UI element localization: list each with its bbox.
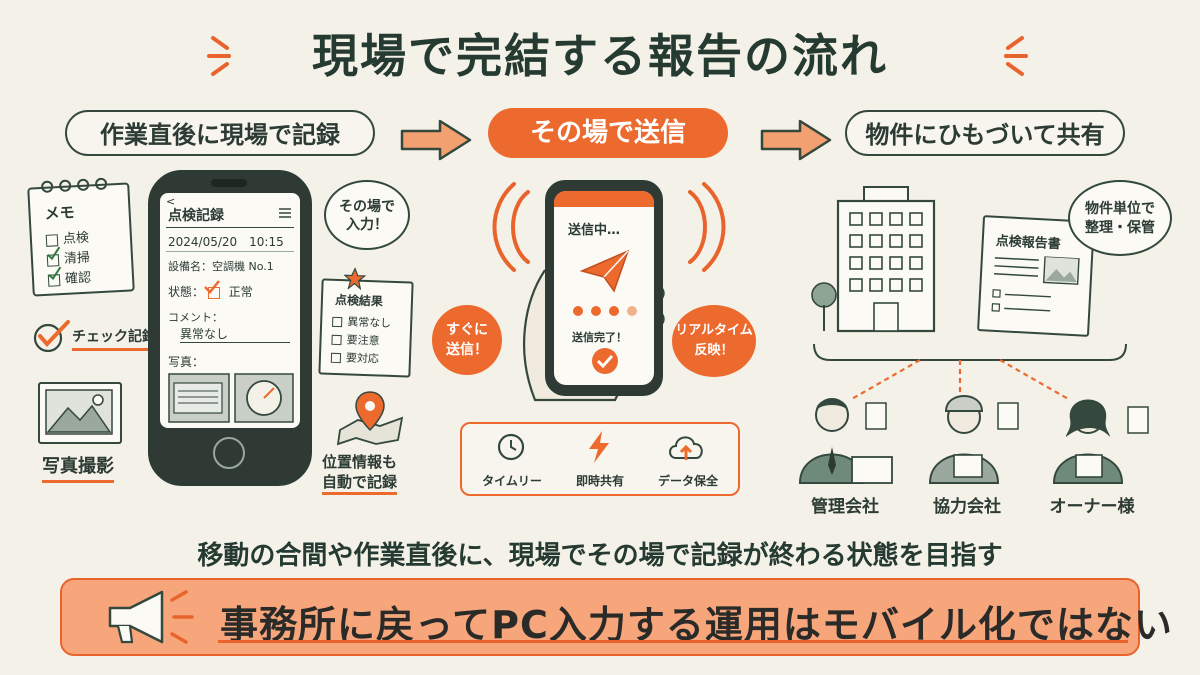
sparkle-left-icon bbox=[207, 36, 231, 76]
record-date: 2024/05/20 10:15 bbox=[168, 235, 284, 249]
phone-screen: < 点検記録 2024/05/20 10:15 設備名：空調機 No.1 状態：… bbox=[160, 193, 300, 428]
phone-device: 送信中… 送信完了！ bbox=[545, 180, 663, 396]
building-icon bbox=[811, 186, 936, 333]
star-icon bbox=[343, 267, 367, 290]
check-mark-icon bbox=[204, 280, 220, 294]
progress-dots bbox=[573, 306, 637, 316]
quick-send-bubble: すぐに 送信！ bbox=[432, 305, 502, 375]
contractor-person-icon bbox=[928, 395, 1019, 484]
features-box: タイムリー 即時共有 データ保全 bbox=[460, 422, 740, 496]
sparkle-right-icon bbox=[1004, 36, 1028, 76]
property-bubble: 物件単位で 整理・保管 bbox=[1068, 180, 1172, 256]
step-link-pill: 物件にひもづいて共有 bbox=[845, 110, 1125, 156]
lightning-icon bbox=[589, 431, 609, 463]
signal-waves-icon bbox=[492, 182, 530, 272]
owner-person-icon bbox=[1052, 399, 1149, 484]
memo-note: メモ 点検 清掃 確認 bbox=[27, 177, 135, 297]
result-card: 点検結果 異常なし 要注意 要対応 bbox=[318, 267, 414, 378]
result-item: 要注意 bbox=[346, 333, 380, 348]
person-label: オーナー様 bbox=[1049, 497, 1135, 517]
status-value: 正常 bbox=[228, 285, 253, 299]
banner-underline bbox=[218, 640, 1128, 643]
phone-device: < 点検記録 2024/05/20 10:15 設備名：空調機 No.1 状態：… bbox=[148, 170, 312, 486]
back-icon[interactable]: < bbox=[166, 195, 176, 208]
memo-item: 清掃 bbox=[63, 250, 91, 267]
step-record-pill: 作業直後に現場で記録 bbox=[65, 110, 375, 156]
photo-label: 写真撮影 bbox=[42, 452, 114, 483]
input-bubble: その場で 入力！ bbox=[324, 180, 410, 250]
step-send-pill: その場で送信 bbox=[488, 108, 728, 158]
status-bar bbox=[554, 191, 654, 207]
cloud-upload-icon bbox=[669, 436, 703, 460]
memo-item: 点検 bbox=[62, 230, 90, 247]
arrow-right-icon bbox=[400, 119, 472, 161]
subtitle: 移動の合間や作業直後に、現場でその場で記録が終わる状態を目指す bbox=[197, 541, 1003, 571]
check-marks-icon bbox=[47, 246, 62, 281]
banner-text: 事務所に戻ってPC入力する運用はモバイル化ではない bbox=[220, 603, 1173, 647]
feature-label: 即時共有 bbox=[575, 474, 624, 488]
clock-icon bbox=[497, 433, 525, 461]
memo-item: 確認 bbox=[64, 270, 92, 287]
person-label: 管理会社 bbox=[811, 497, 879, 517]
sending-label: 送信中… bbox=[568, 223, 621, 238]
phone-screen: 送信中… 送信完了！ bbox=[554, 191, 654, 385]
location-label: 位置情報も 自動で記録 bbox=[322, 452, 398, 495]
manager-person-icon bbox=[798, 398, 893, 484]
feature-label: データ保全 bbox=[657, 474, 718, 488]
check-icon bbox=[33, 320, 70, 353]
spiral-binding-icon bbox=[41, 177, 108, 193]
comment-label: コメント： bbox=[168, 311, 223, 324]
bottom-banner bbox=[60, 578, 1140, 656]
home-button[interactable] bbox=[213, 437, 245, 469]
megaphone-icon bbox=[108, 590, 194, 644]
result-item: 異常なし bbox=[346, 315, 392, 330]
result-item: 要対応 bbox=[345, 351, 380, 366]
map-pin-icon bbox=[336, 391, 404, 446]
screen-title: 点検記録 bbox=[168, 208, 224, 224]
paper-plane-icon bbox=[580, 249, 630, 293]
memo-title: メモ bbox=[44, 203, 76, 223]
done-label: 送信完了！ bbox=[572, 331, 627, 344]
phone-notch bbox=[211, 179, 247, 187]
menu-icon[interactable] bbox=[278, 207, 292, 219]
check-circle-icon bbox=[592, 348, 618, 374]
report-document: 点検報告書 bbox=[977, 215, 1095, 337]
document-content-icon bbox=[991, 255, 1080, 312]
report-title: 点検報告書 bbox=[995, 233, 1062, 253]
signal-waves-icon bbox=[688, 182, 726, 272]
result-title: 点検結果 bbox=[334, 292, 384, 309]
person-label: 協力会社 bbox=[933, 497, 1001, 517]
gauge-photo-icon[interactable] bbox=[234, 373, 294, 423]
realtime-bubble: リアルタイム 反映！ bbox=[672, 305, 756, 377]
share-connectors bbox=[813, 343, 1127, 401]
arrow-right-icon bbox=[760, 119, 832, 161]
status-label: 状態： bbox=[168, 285, 205, 299]
page-title: 現場で完結する報告の流れ bbox=[312, 29, 888, 83]
photo-field-label: 写真： bbox=[168, 355, 205, 369]
equipment-field: 設備名：空調機 No.1 bbox=[168, 260, 274, 273]
landscape-photo-icon bbox=[45, 389, 113, 435]
check-record-label: チェック記録 bbox=[72, 326, 156, 351]
aircon-photo-icon[interactable] bbox=[168, 373, 230, 423]
status-field: 状態： 正常 bbox=[168, 283, 253, 300]
comment-field[interactable]: 異常なし bbox=[180, 325, 290, 343]
photo-frame bbox=[38, 382, 122, 444]
feature-label: タイムリー bbox=[482, 474, 542, 488]
